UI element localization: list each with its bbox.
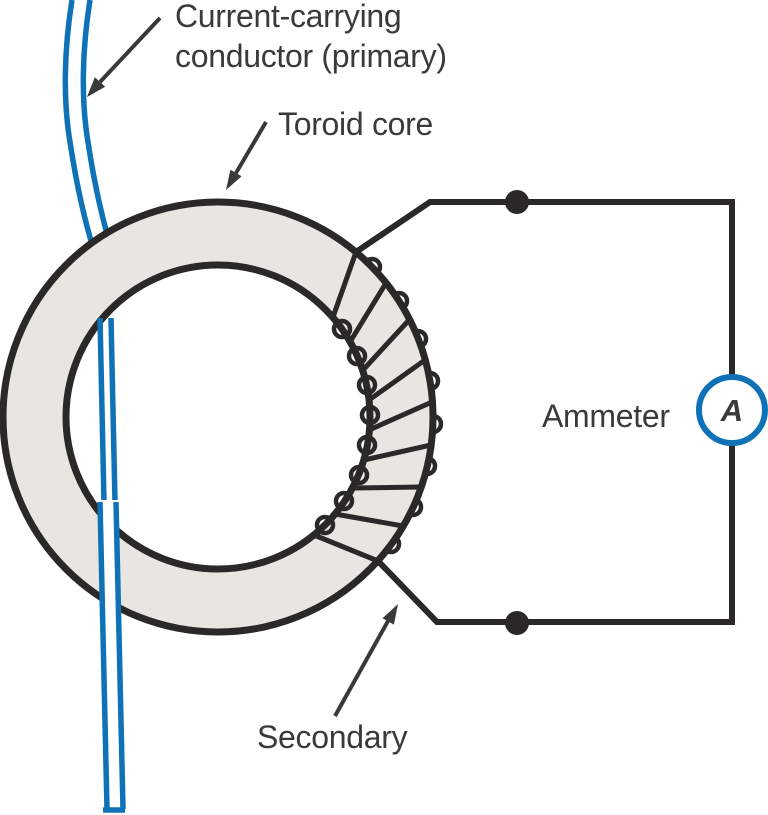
- primary-arrowhead-icon: [87, 77, 106, 97]
- label-primary-conductor: Current-carrying conductor (primary): [175, 0, 447, 76]
- toroid-arrow: [234, 120, 268, 175]
- conductor-line-left: [62, 0, 99, 259]
- secondary-arrowhead-icon: [382, 604, 398, 625]
- terminal-dot-bottom: [505, 611, 529, 635]
- toroid-core: [0, 198, 437, 636]
- secondary-circuit: [354, 190, 768, 635]
- terminal-dot-top: [505, 190, 529, 214]
- conductor-line-right: [80, 0, 117, 259]
- primary-conductor-middle: [97, 317, 118, 503]
- label-toroid-core: Toroid core: [278, 106, 433, 142]
- secondary-winding-inner-loops: [314, 318, 381, 536]
- label-primary-line2: conductor (primary): [175, 38, 447, 74]
- label-ammeter: Ammeter: [542, 398, 670, 434]
- toroid-arrowhead-icon: [226, 169, 242, 190]
- callout-arrows: [87, 16, 398, 717]
- wire-bottom: [375, 443, 735, 625]
- label-primary-line1: Current-carrying: [175, 0, 402, 34]
- primary-arrow: [98, 16, 162, 84]
- label-secondary: Secondary: [257, 719, 408, 755]
- conductor-line-left: [97, 501, 110, 810]
- secondary-arrow: [333, 620, 390, 717]
- toroid-inner-circle: [62, 261, 374, 573]
- secondary-winding-turns: [313, 251, 434, 564]
- ammeter-symbol: A: [720, 393, 744, 428]
- primary-conductor-bottom: [97, 500, 126, 813]
- conductor-line-right: [113, 501, 126, 810]
- wire-top: [354, 199, 735, 377]
- conductor-line-left: [97, 317, 107, 503]
- conductor-line-right: [108, 317, 118, 503]
- ammeter-circle: [696, 374, 768, 446]
- primary-conductor-top: [62, 0, 117, 259]
